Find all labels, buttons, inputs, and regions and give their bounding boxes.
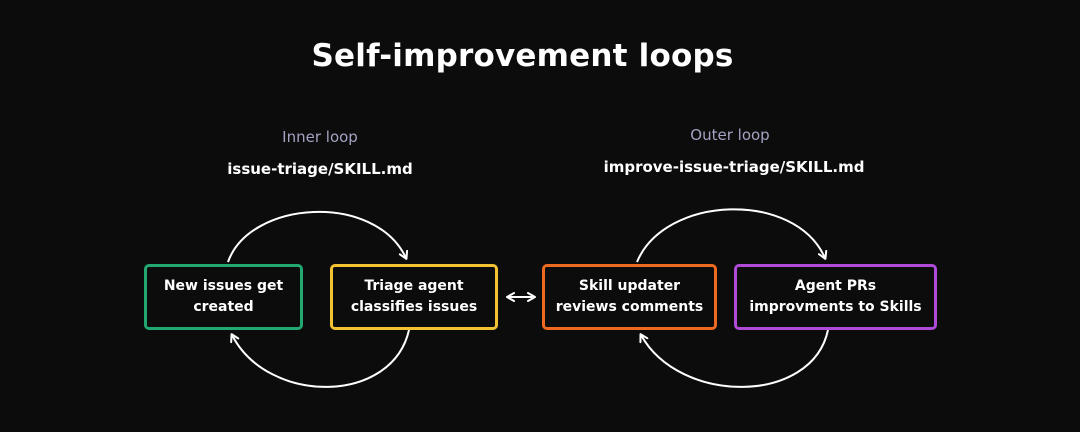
outer-loop-top-arrow <box>636 208 828 263</box>
inner-loop-file: issue-triage/SKILL.md <box>227 160 413 178</box>
node-agent-prs: Agent PRs improvments to Skills <box>734 264 937 330</box>
diagram-title: Self-improvement loops <box>311 38 734 74</box>
node-triage-agent-text: Triage agent classifies issues <box>350 278 478 315</box>
node-new-issues-text: New issues get created <box>163 278 284 315</box>
node-skill-updater: Skill updater reviews comments <box>542 264 717 330</box>
inner-loop-label: Inner loop <box>282 128 358 146</box>
outer-loop-bottom-arrow <box>639 329 829 388</box>
node-agent-prs-text: Agent PRs improvments to Skills <box>749 278 922 315</box>
node-triage-agent: Triage agent classifies issues <box>330 264 498 330</box>
node-skill-updater-text: Skill updater reviews comments <box>555 278 704 315</box>
outer-loop-file: improve-issue-triage/SKILL.md <box>603 158 865 176</box>
inner-loop-bottom-arrow <box>230 329 410 388</box>
node-new-issues: New issues get created <box>144 264 303 330</box>
inner-loop-top-arrow <box>227 210 409 263</box>
outer-loop-label: Outer loop <box>690 126 770 144</box>
